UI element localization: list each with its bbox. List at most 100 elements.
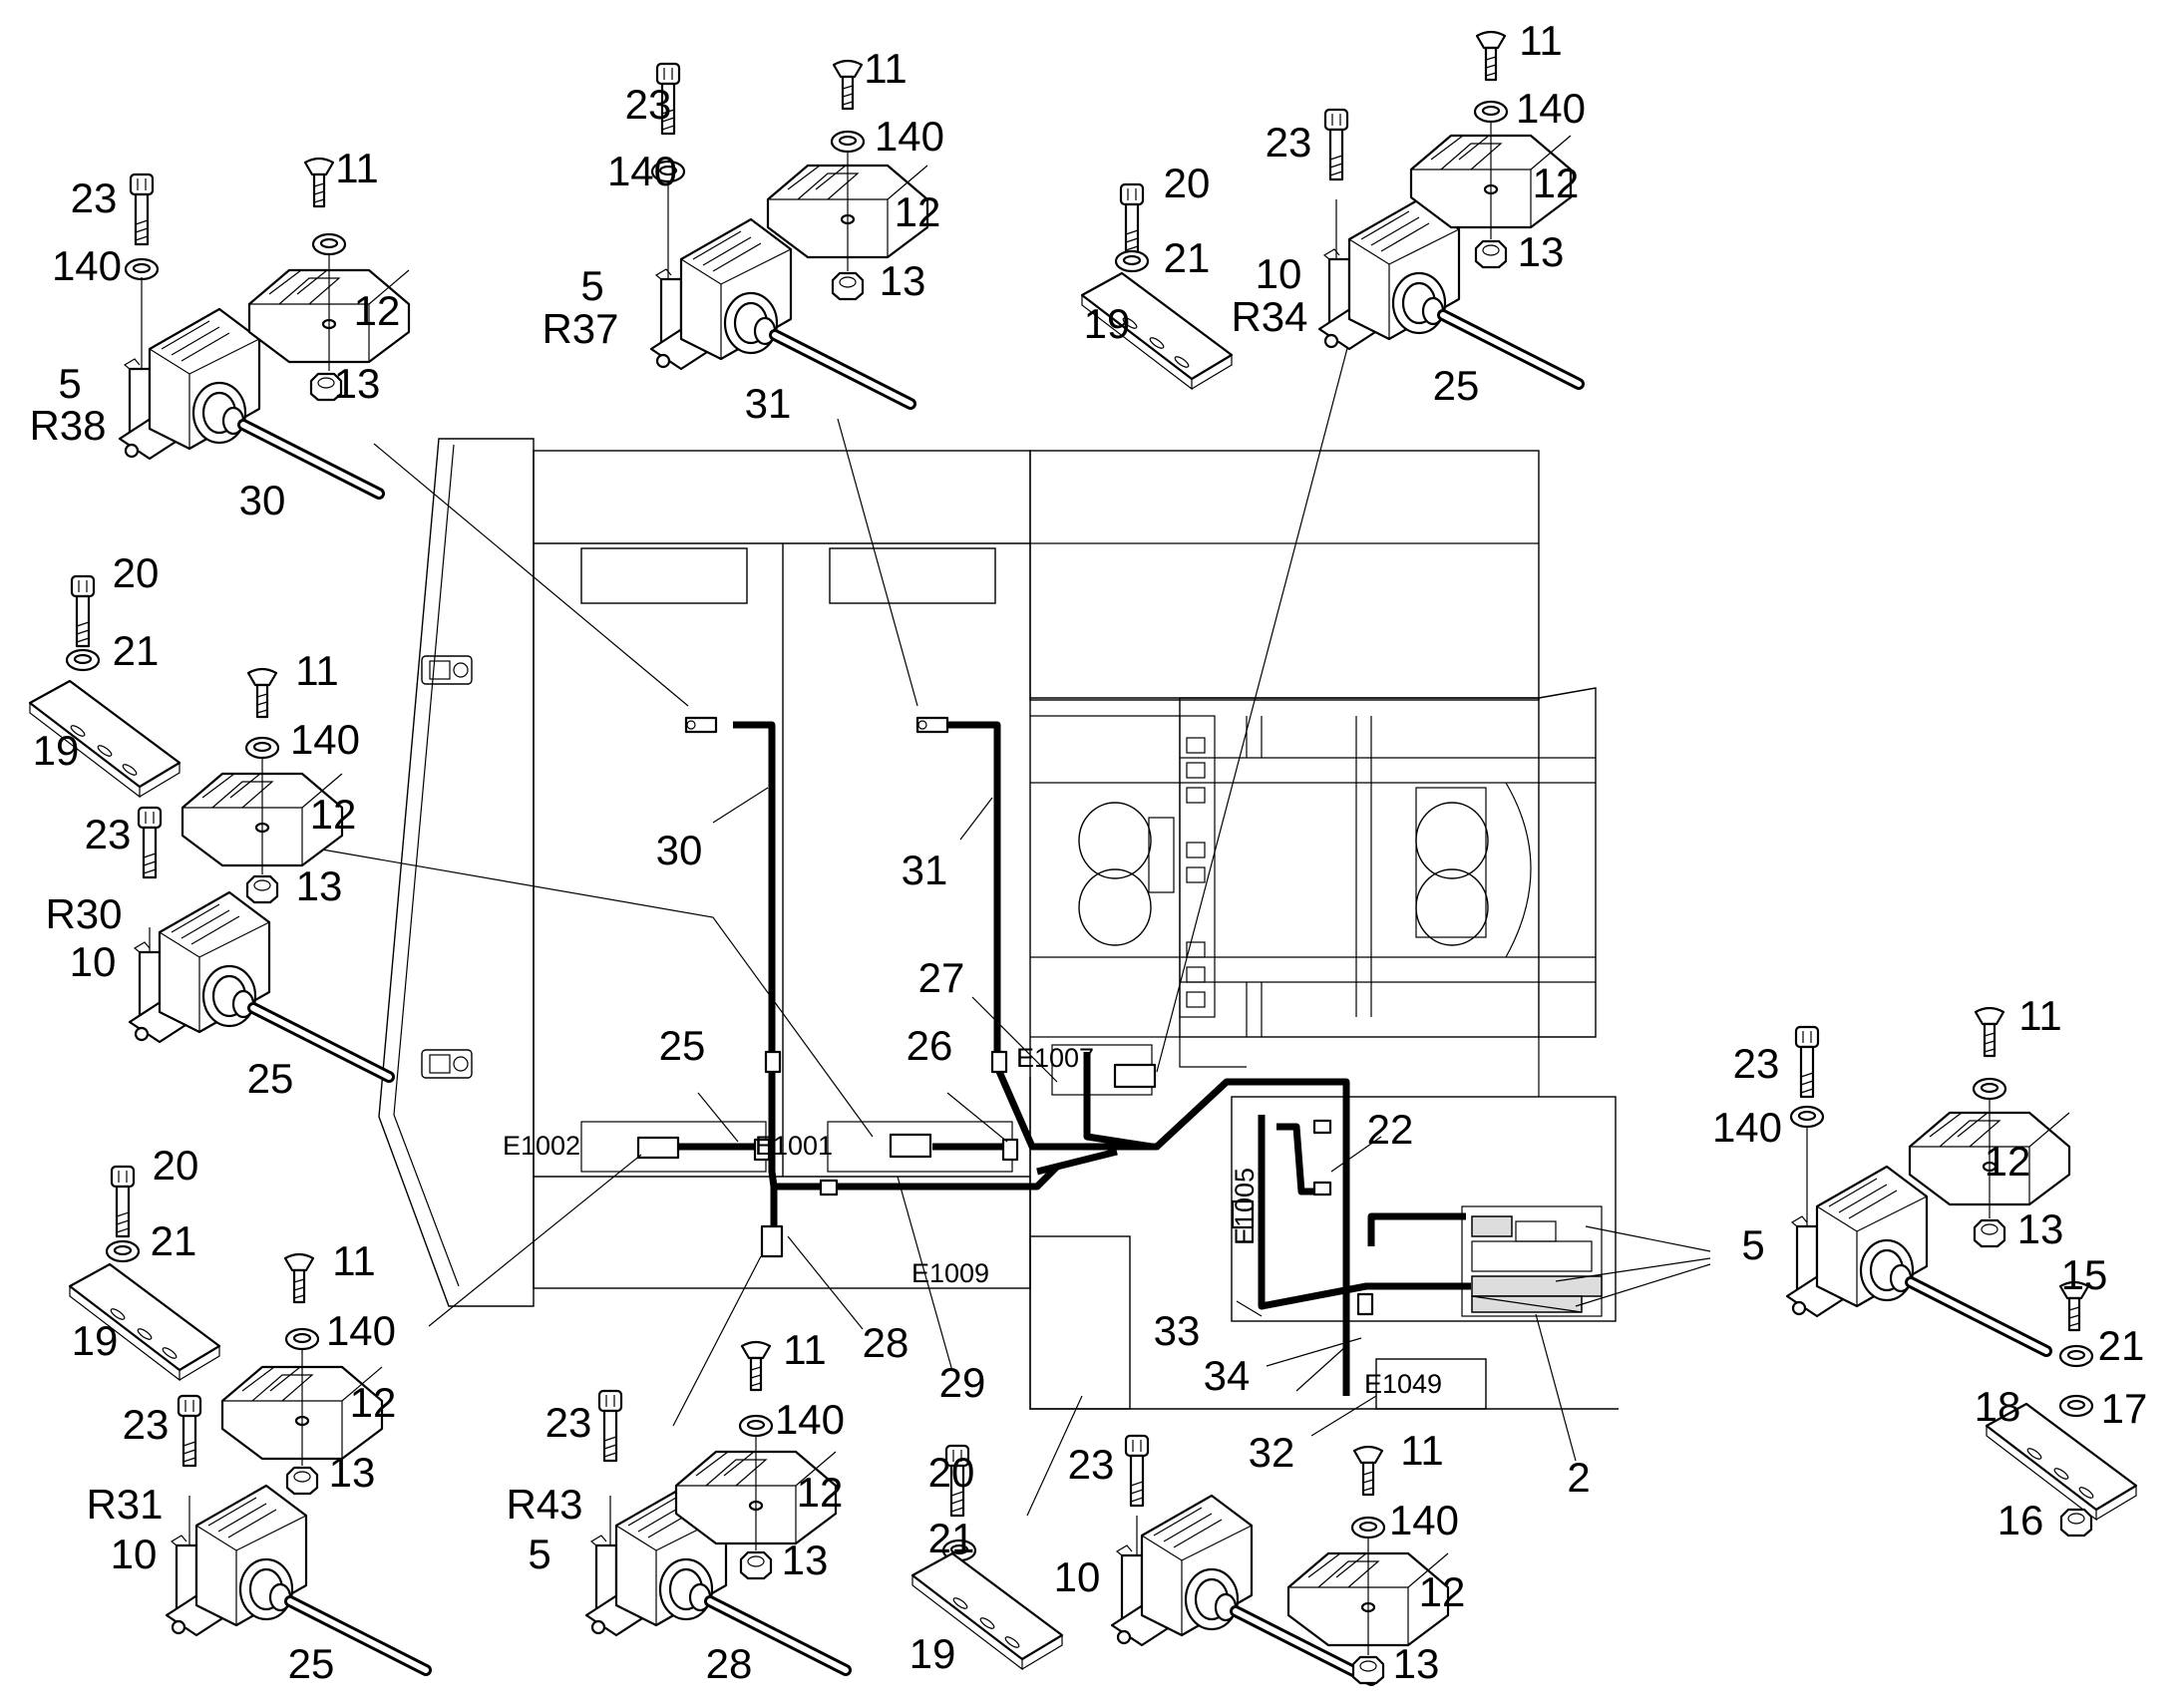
- callout-label: 140: [875, 113, 944, 160]
- callout-label: 13: [2017, 1205, 2064, 1252]
- relay-bracket: [1461, 1205, 1603, 1317]
- callout-label: R31: [86, 1481, 163, 1528]
- sensor-group-r43: [586, 1340, 846, 1670]
- callout-label: 19: [909, 1630, 956, 1677]
- callout-label: 23: [71, 174, 118, 221]
- leader-lines: [298, 313, 1711, 1517]
- callout-label: 13: [782, 1537, 829, 1583]
- connector-label: E1002: [503, 1131, 580, 1161]
- sensor-group-r30: [130, 667, 389, 1077]
- callout-label: 25: [288, 1640, 335, 1687]
- callout-label: R34: [1231, 293, 1307, 340]
- sensor-group-r37: [651, 59, 929, 404]
- connector-label: E1007: [1016, 1043, 1094, 1073]
- callout-label: 5: [580, 262, 603, 309]
- callout-label: 12: [797, 1469, 844, 1516]
- callout-label: 12: [350, 1379, 397, 1426]
- callout-label: 21: [2098, 1322, 2145, 1369]
- callout-label: 140: [290, 716, 360, 763]
- callout-label: 29: [939, 1359, 986, 1406]
- callout-label: 23: [545, 1399, 592, 1446]
- callout-label: 10: [1054, 1553, 1101, 1600]
- callout-label: 23: [1266, 119, 1312, 166]
- callout-label: 140: [775, 1396, 845, 1443]
- callout-label: 21: [151, 1217, 197, 1264]
- callout-label: 13: [296, 862, 343, 909]
- cable-plugs: [636, 716, 1374, 1316]
- callout-label: 25: [247, 1055, 294, 1102]
- connector-label: E1001: [755, 1131, 833, 1161]
- callout-label: 13: [334, 360, 381, 407]
- callout-label: 30: [239, 477, 286, 523]
- callout-label: 11: [332, 1237, 376, 1284]
- callout-label: 5: [58, 360, 81, 407]
- callout-label: 16: [1998, 1497, 2044, 1543]
- sensor-group-r31: [167, 1252, 426, 1670]
- callout-label: 5: [528, 1531, 550, 1577]
- callout-labels: 2311140125R3813302311140140125R371331202…: [29, 17, 2147, 1687]
- callout-label: 23: [1733, 1040, 1780, 1087]
- callout-label: 140: [1516, 85, 1586, 132]
- callout-label: 13: [1393, 1640, 1440, 1687]
- machine-frame: [378, 438, 1619, 1410]
- callout-label: 10: [1256, 250, 1302, 297]
- callout-label: 21: [928, 1515, 975, 1561]
- callout-label: 20: [113, 549, 160, 596]
- callout-label: 140: [607, 148, 677, 194]
- callout-label: 25: [659, 1022, 706, 1069]
- callout-label: 23: [123, 1401, 170, 1448]
- callout-label: 19: [33, 727, 80, 774]
- callout-label: 33: [1154, 1307, 1201, 1354]
- cable-harness: [678, 721, 1471, 1396]
- rail-group-top: [1080, 182, 1234, 391]
- callout-label: 23: [1068, 1441, 1115, 1488]
- sensor-group-r34: [1319, 30, 1579, 384]
- callout-label: 11: [335, 145, 379, 191]
- callout-label: 12: [354, 287, 401, 334]
- sensor-group-right: [1787, 1006, 2071, 1351]
- callout-label: 11: [295, 647, 339, 694]
- callout-label: R30: [45, 890, 122, 937]
- callout-label: 23: [625, 81, 672, 128]
- connector-label-vertical: E1005: [1230, 1168, 1260, 1245]
- callout-label: 11: [2018, 992, 2062, 1039]
- callout-label: 17: [2101, 1385, 2148, 1432]
- callout-label: 28: [706, 1640, 753, 1687]
- callout-label: 19: [72, 1317, 119, 1364]
- callout-label: 20: [153, 1142, 199, 1189]
- callout-label: 11: [783, 1326, 827, 1373]
- callout-label: 31: [745, 380, 792, 427]
- callout-label: 30: [656, 827, 703, 873]
- callout-label: 140: [52, 242, 122, 289]
- callout-label: 31: [902, 847, 948, 893]
- callout-label: 12: [1533, 160, 1580, 206]
- callout-label: R43: [506, 1481, 582, 1528]
- callout-label: 21: [113, 627, 160, 674]
- callout-label: 12: [895, 188, 941, 235]
- sensor-group-r38: [120, 157, 411, 494]
- callout-label: 34: [1204, 1352, 1251, 1399]
- callout-label: 21: [1164, 234, 1211, 281]
- callout-label: 11: [1519, 17, 1563, 64]
- callout-label: 13: [329, 1449, 376, 1496]
- callout-label: 19: [1084, 300, 1131, 347]
- callout-label: 32: [1249, 1429, 1295, 1476]
- callout-label: 5: [1741, 1221, 1764, 1268]
- callout-label: 140: [1389, 1497, 1459, 1543]
- callout-label: 20: [928, 1449, 975, 1496]
- callout-label: 18: [1975, 1383, 2021, 1430]
- callout-label: 10: [111, 1531, 158, 1577]
- callout-label: R37: [542, 305, 618, 352]
- connector-label: E1049: [1364, 1369, 1442, 1399]
- callout-label: 2: [1567, 1454, 1590, 1501]
- connector-label: E1009: [911, 1258, 989, 1288]
- callout-label: 10: [70, 938, 117, 985]
- callout-label: 13: [1518, 228, 1565, 275]
- callout-label: 12: [310, 791, 357, 838]
- sensor-group-bottom: [1112, 1434, 1450, 1683]
- callout-label: 12: [1419, 1568, 1466, 1615]
- callout-label: R38: [29, 402, 106, 449]
